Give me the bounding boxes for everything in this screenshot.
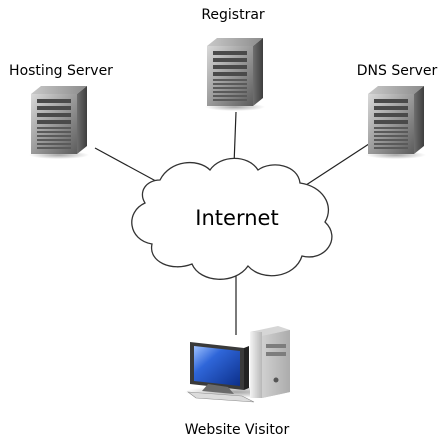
internet-label: Internet [195, 206, 278, 230]
connection-hosting-internet [94, 147, 166, 187]
registrar-label: Registrar [201, 7, 265, 23]
internet-node: Internet [131, 157, 333, 280]
desktop-computer-icon [184, 326, 290, 403]
hosting-server-node: Hosting Server [9, 63, 113, 159]
dns-server-label: DNS Server [357, 63, 438, 79]
cloud-icon [131, 157, 333, 280]
website-visitor-node: Website Visitor [184, 326, 290, 438]
registrar-server-icon [205, 38, 265, 111]
connection-registrar-internet [233, 111, 237, 166]
website-visitor-label: Website Visitor [185, 422, 290, 438]
dns-server-icon [366, 86, 426, 159]
hosting-server-icon [29, 86, 89, 159]
dns-server-node: DNS Server [357, 63, 438, 159]
registrar-node: Registrar [201, 7, 265, 111]
hosting-server-label: Hosting Server [9, 63, 113, 79]
connection-dns-internet [302, 139, 376, 188]
connections [94, 111, 376, 335]
